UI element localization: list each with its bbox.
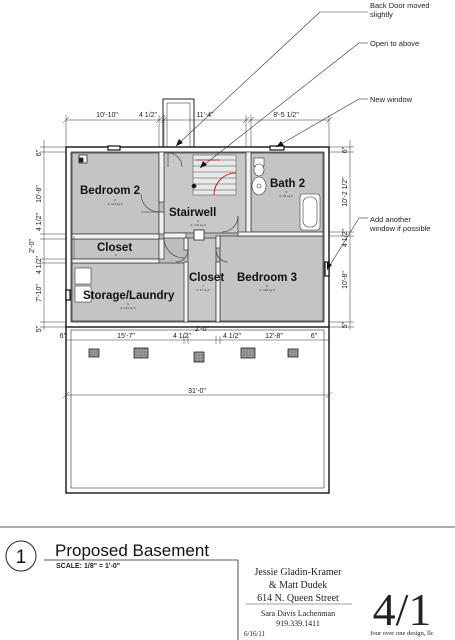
room-info-bedroom-3: 8 xyxy=(266,284,268,288)
dim-bottom-6: 12'-8" xyxy=(265,333,283,340)
dim-right-3: 4 1/2" xyxy=(342,228,349,247)
callout-back-door-line2: slightly xyxy=(370,10,393,19)
room-name-closet-1: Closet xyxy=(97,242,132,254)
company-logo: 4/1 xyxy=(373,584,432,635)
dim-left-3: 4 1/2" xyxy=(36,212,43,231)
dim-top-4: 8'-5 1/2" xyxy=(273,112,299,119)
room-info-closet-2: 7 xyxy=(202,284,204,288)
callout-add-window-line1: Add another xyxy=(370,215,411,224)
view-number: 1 xyxy=(16,547,27,568)
drawing-title: Proposed Basement xyxy=(55,541,209,560)
room-name-storage-laundry: Storage/Laundry xyxy=(83,290,175,302)
client-line-2: & Matt Dudek xyxy=(269,580,327,591)
dimension-labels-bottom: 6" 15'-7" 4 1/2" 2'-0" 4 1/2" 12'-8" 6" … xyxy=(60,326,318,395)
callout-open-above: Open to above xyxy=(370,39,419,48)
room-info-storage: 6 xyxy=(127,302,129,306)
room-name-bedroom-3: Bedroom 3 xyxy=(237,272,297,284)
dim-top-3: 11'-4" xyxy=(196,112,214,119)
dimension-labels-right: 6" 10'-2 1/2" 4 1/2" 10'-8" 5" xyxy=(342,146,349,328)
stair xyxy=(191,154,237,196)
title-block: 1 Proposed Basement SCALE: 1/8" = 1'-0" … xyxy=(0,526,455,640)
dim-bottom-5: 4 1/2" xyxy=(223,333,242,340)
client-line-1: Jessie Gladin-Kramer xyxy=(255,567,343,578)
interior-walls xyxy=(71,151,324,323)
dim-bottom-7: 6" xyxy=(311,333,318,340)
dim-bottom-4: 2'-0" xyxy=(195,326,209,333)
room-area-bedroom-2: A: 113 sq ft xyxy=(108,202,123,206)
room-labels: Bedroom 2 2 A: 113 sq ft Stairwell 4 A: … xyxy=(80,178,305,310)
dimensions-top xyxy=(62,115,333,147)
dimension-labels-left: 6" 10'-8" 4 1/2" 2'-0" 4 1/2" 7'-10" 5" xyxy=(29,149,43,332)
dimensions-left xyxy=(40,140,66,330)
dim-left-7: 5" xyxy=(36,325,43,332)
room-area-stairwell: A: 103 sq ft xyxy=(190,223,205,227)
company-name: four over one design, llc xyxy=(370,630,433,637)
room-info-closet-1: 5 xyxy=(115,253,117,257)
room-info-bedroom-2: 2 xyxy=(114,198,116,202)
designer-name: Sara Davis Lachenman xyxy=(261,609,335,618)
room-name-bath-2: Bath 2 xyxy=(270,178,305,190)
dim-right-2: 10'-2 1/2" xyxy=(342,177,349,207)
dim-overall: 31'-0" xyxy=(188,388,206,395)
dim-left-2: 10'-8" xyxy=(36,185,43,203)
dim-left-4: 2'-0" xyxy=(29,239,36,253)
designer-phone: 919.339.1411 xyxy=(276,619,320,628)
doors xyxy=(140,152,239,263)
room-info-stairwell: 4 xyxy=(197,219,199,223)
dim-right-4: 10'-8" xyxy=(342,271,349,289)
dim-right-1: 6" xyxy=(342,146,349,153)
callout-leaders xyxy=(175,11,368,271)
drawing-date: 6/16/11 xyxy=(244,630,266,638)
dim-right-5: 5" xyxy=(342,321,349,328)
callout-add-window-line2: window if possible xyxy=(369,224,430,233)
bath-fixtures xyxy=(251,157,321,231)
room-name-stairwell: Stairwell xyxy=(169,207,216,219)
room-area-storage: A: 121 sq ft xyxy=(120,306,135,310)
dimension-labels-top: 10'-10" 4 1/2" 11'-4" 8'-5 1/2" xyxy=(96,112,299,119)
laundry-fixtures xyxy=(73,236,92,303)
dim-top-2: 4 1/2" xyxy=(139,112,158,119)
scale-label: SCALE: 1/8" = 1'-0" xyxy=(56,563,120,570)
dim-left-5: 4 1/2" xyxy=(36,255,43,274)
room-info-bath-2: 3 xyxy=(285,190,287,194)
callout-new-window: New window xyxy=(370,95,413,104)
room-area-bath-2: A: 45 sq ft xyxy=(279,194,293,198)
callout-notes: Back Door moved slightly Open to above N… xyxy=(369,1,430,233)
columns xyxy=(78,154,299,363)
callout-back-door-line1: Back Door moved xyxy=(370,1,430,10)
room-name-bedroom-2: Bedroom 2 xyxy=(80,185,140,197)
callout-arrows xyxy=(176,139,332,270)
view-number-circle xyxy=(5,540,37,572)
dim-left-1: 6" xyxy=(36,149,43,156)
dim-bottom-3: 4 1/2" xyxy=(173,333,192,340)
dim-bottom-2: 15'-7" xyxy=(117,333,135,340)
dim-bottom-1: 6" xyxy=(60,333,67,340)
dimensions-bottom xyxy=(62,336,333,400)
room-area-bedroom-3: A: 133 sq ft xyxy=(259,288,274,292)
dim-left-6: 7'-10" xyxy=(36,284,43,302)
room-area-closet-2: A: 17 sq ft xyxy=(196,288,210,292)
client-line-3: 614 N. Queen Street xyxy=(257,593,339,604)
dim-top-1: 10'-10" xyxy=(96,112,118,119)
room-name-closet-2: Closet xyxy=(189,272,224,284)
dimensions-right xyxy=(329,140,354,330)
